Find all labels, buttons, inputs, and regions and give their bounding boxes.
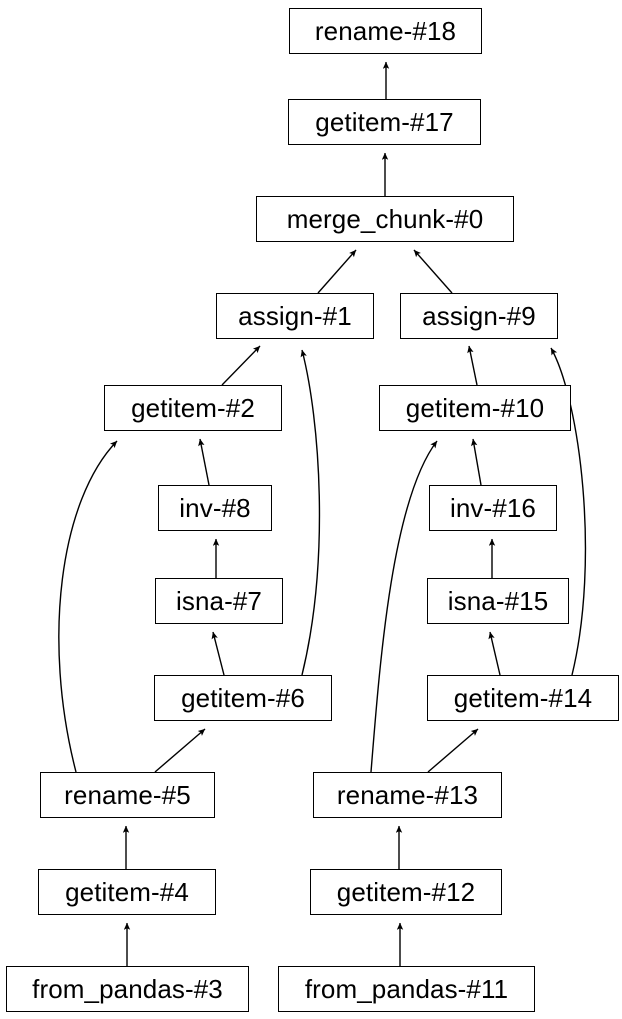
graph-node-label: rename-#13 <box>336 780 479 810</box>
graph-edge-n1-to-n0 <box>317 249 357 294</box>
graph-node-n13[interactable]: rename-#13 <box>313 772 502 818</box>
graph-node-label: getitem-#10 <box>405 393 545 423</box>
graph-node-label: getitem-#12 <box>336 877 476 907</box>
graph-edge-n9-to-n0 <box>413 249 453 294</box>
graph-node-n5[interactable]: rename-#5 <box>40 772 215 818</box>
graph-node-label: getitem-#4 <box>65 877 189 907</box>
graph-node-label: rename-#18 <box>314 16 457 46</box>
graph-node-n17[interactable]: getitem-#17 <box>288 99 481 145</box>
graph-edge-n5-to-n2 <box>58 440 118 773</box>
graph-edge-n16-to-n10 <box>471 438 482 486</box>
graph-node-label: getitem-#6 <box>181 683 305 713</box>
graph-node-n3[interactable]: from_pandas-#3 <box>6 966 249 1012</box>
graph-node-label: merge_chunk-#0 <box>286 204 484 234</box>
graph-node-n9[interactable]: assign-#9 <box>400 293 558 339</box>
graph-node-label: inv-#16 <box>450 493 536 523</box>
graph-node-label: rename-#5 <box>64 780 191 810</box>
graph-node-n10[interactable]: getitem-#10 <box>379 385 571 431</box>
graph-edge-n14-to-n15 <box>488 631 501 676</box>
graph-edge-n2-to-n1 <box>221 345 261 386</box>
graph-edge-n13-to-n14 <box>427 728 479 773</box>
graph-node-n18[interactable]: rename-#18 <box>289 8 482 54</box>
graph-edge-n8-to-n2 <box>198 438 210 486</box>
graph-node-n11[interactable]: from_pandas-#11 <box>278 966 535 1012</box>
graph-node-label: getitem-#2 <box>131 393 255 423</box>
graph-node-n2[interactable]: getitem-#2 <box>104 385 282 431</box>
graph-node-n14[interactable]: getitem-#14 <box>427 675 619 721</box>
graph-node-label: from_pandas-#3 <box>32 974 223 1004</box>
graph-node-n8[interactable]: inv-#8 <box>158 485 272 531</box>
graph-edges <box>58 61 587 966</box>
graph-node-n7[interactable]: isna-#7 <box>155 578 283 624</box>
graph-edge-n6-to-n1 <box>300 349 321 676</box>
graph-node-label: from_pandas-#11 <box>304 974 509 1004</box>
graph-node-label: assign-#1 <box>238 301 352 331</box>
graph-edge-n6-to-n7 <box>211 631 225 676</box>
graph-node-n16[interactable]: inv-#16 <box>429 485 557 531</box>
graph-node-label: isna-#7 <box>176 586 262 616</box>
graph-node-n12[interactable]: getitem-#12 <box>310 869 502 915</box>
graph-node-n15[interactable]: isna-#15 <box>427 578 569 624</box>
graph-node-label: assign-#9 <box>422 301 536 331</box>
graph-node-label: inv-#8 <box>179 493 251 523</box>
graph-node-label: getitem-#17 <box>315 107 454 137</box>
graph-node-n6[interactable]: getitem-#6 <box>154 675 332 721</box>
graph-node-label: getitem-#14 <box>453 683 593 713</box>
graph-node-label: isna-#15 <box>447 586 549 616</box>
graph-node-n4[interactable]: getitem-#4 <box>38 869 216 915</box>
graph-edge-n14-to-n9 <box>550 347 587 676</box>
graph-edge-n13-to-n10 <box>370 440 438 773</box>
graph-node-n0[interactable]: merge_chunk-#0 <box>256 196 514 242</box>
graph-edge-n10-to-n9 <box>467 345 478 386</box>
graph-node-n1[interactable]: assign-#1 <box>216 293 374 339</box>
graph-edge-n5-to-n6 <box>154 728 206 773</box>
